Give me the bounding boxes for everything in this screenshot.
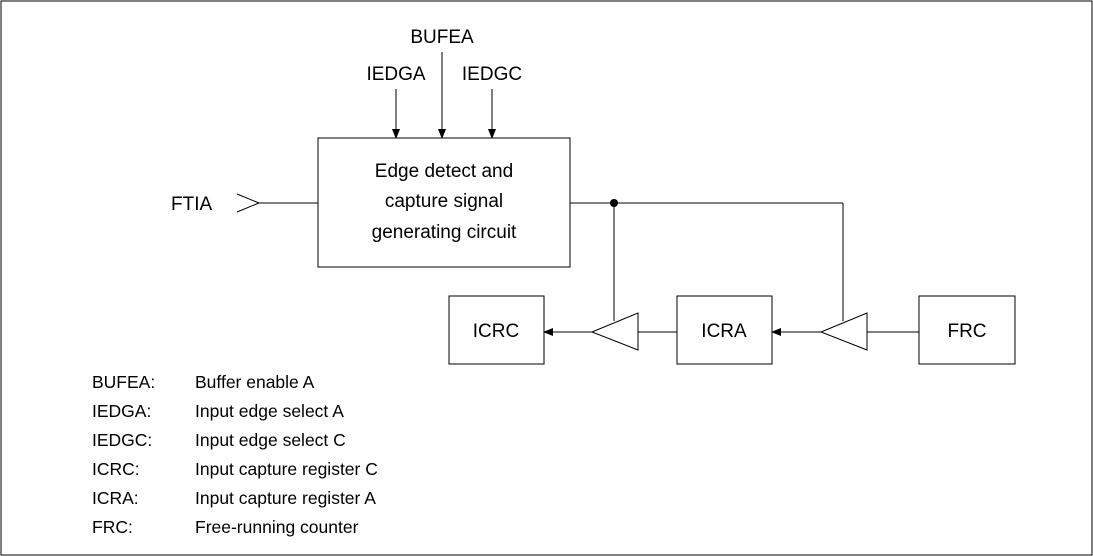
ftia-input-symbol <box>236 193 261 213</box>
edge-detect-line-3: generating circuit <box>372 222 517 243</box>
legend-term: BUFEA: <box>92 372 155 392</box>
legend-term: IEDGC: <box>92 430 152 450</box>
legend: BUFEA: Buffer enable A IEDGA: Input edge… <box>92 372 378 537</box>
iedgc-label: IEDGC <box>462 64 522 85</box>
buffer-a <box>819 312 868 351</box>
legend-term: ICRA: <box>92 488 139 508</box>
ftia-label: FTIA <box>171 194 212 215</box>
legend-desc: Buffer enable A <box>195 372 315 392</box>
legend-desc: Free-running counter <box>195 517 359 537</box>
edge-detect-block <box>317 137 571 268</box>
legend-desc: Input capture register A <box>195 488 376 508</box>
legend-term: ICRC: <box>92 459 140 479</box>
icrc-block <box>448 295 545 365</box>
edge-detect-line-1: Edge detect and <box>375 161 513 182</box>
iedga-label: IEDGA <box>366 64 425 85</box>
frc-label: FRC <box>947 321 986 342</box>
icra-label: ICRA <box>701 321 747 342</box>
frc-block <box>918 295 1016 365</box>
legend-term: FRC: <box>92 517 133 537</box>
legend-desc: Input capture register C <box>195 459 378 479</box>
bufea-label: BUFEA <box>410 27 474 48</box>
legend-term: IEDGA: <box>92 401 151 421</box>
icrc-label: ICRC <box>473 321 519 342</box>
legend-desc: Input edge select C <box>195 430 346 450</box>
edge-detect-line-2: capture signal <box>385 191 503 212</box>
legend-desc: Input edge select A <box>195 401 344 421</box>
buffer-c <box>590 312 639 351</box>
